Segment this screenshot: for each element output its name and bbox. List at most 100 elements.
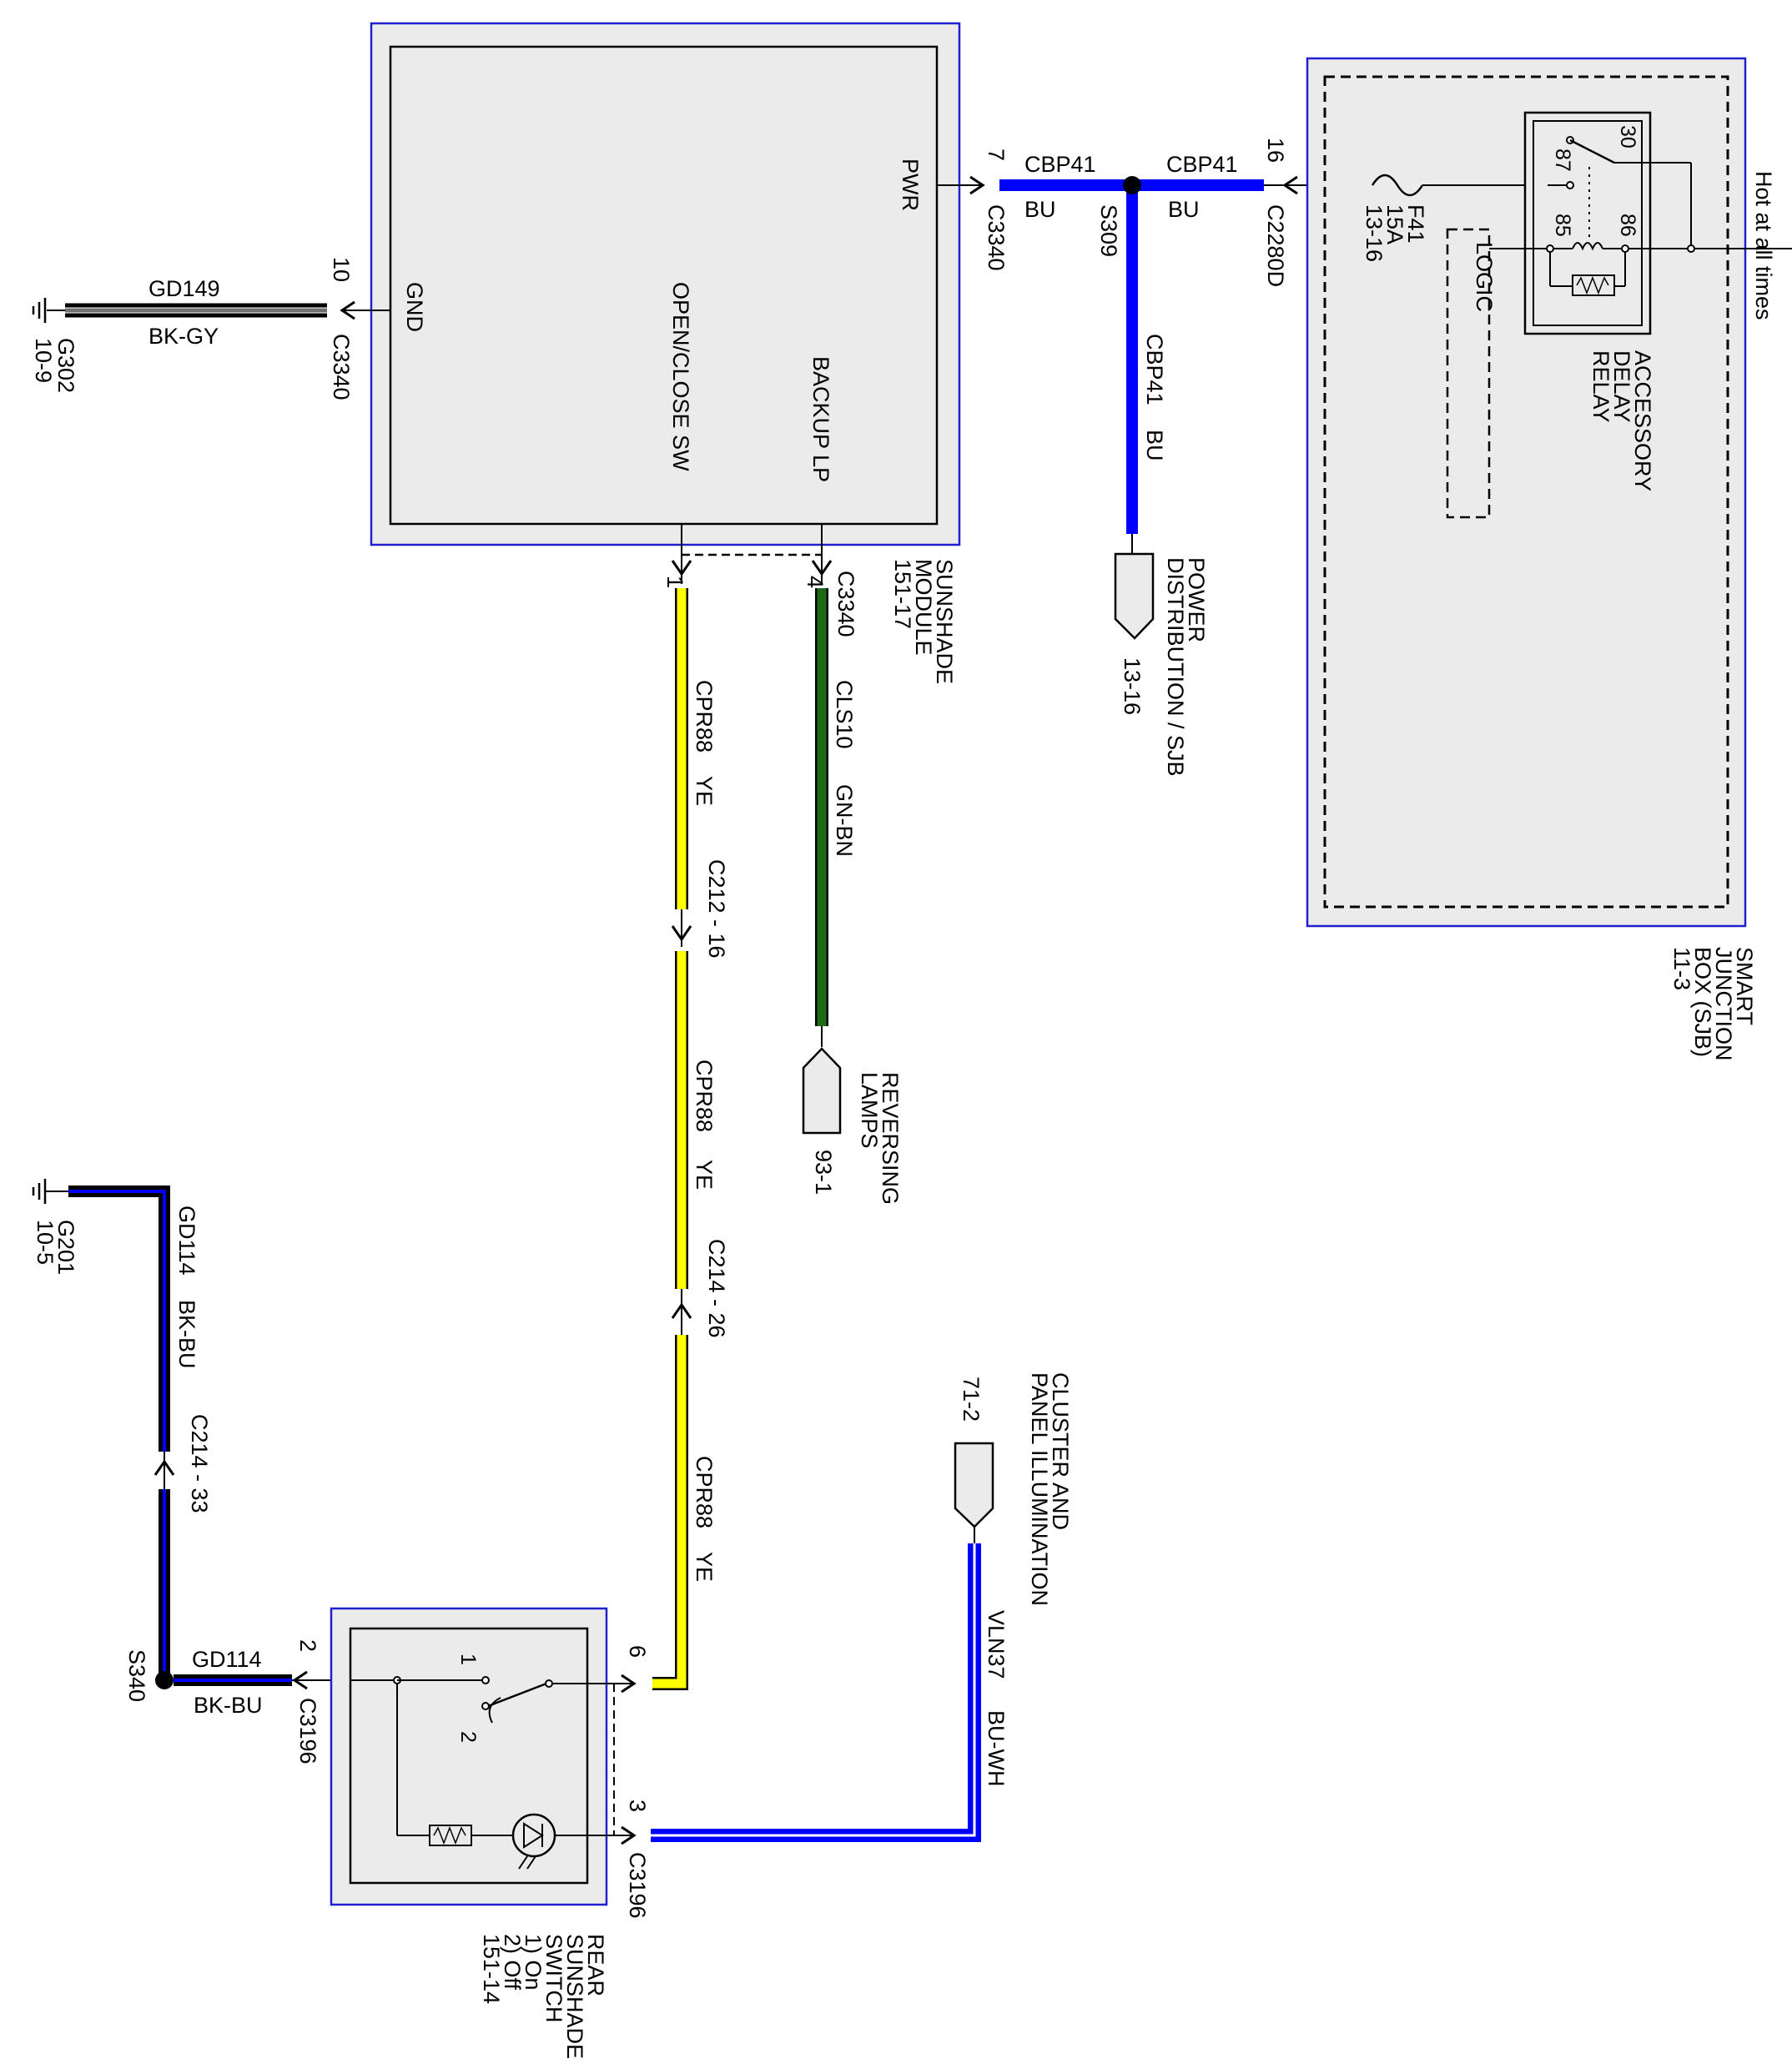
inline-c214-26: C214 - 26 — [704, 1239, 729, 1338]
power-dist-label-1: POWER — [1184, 557, 1209, 642]
pwr-feed-circuit: 7 C3340 CBP41 BU S309 CBP41 BU 16 C2280D… — [937, 138, 1372, 534]
color-bk-bu-horiz: BK-BU — [194, 1693, 263, 1718]
relay-pin-87: 87 — [1551, 149, 1574, 172]
ground-ref-10-9: 10-9 — [31, 338, 56, 383]
ground-ref-10-5: 10-5 — [33, 1220, 58, 1265]
ground-symbol-icon — [32, 298, 47, 323]
connector-c3340-bottom: C3340 — [833, 571, 858, 637]
color-bk-gy: BK-GY — [148, 324, 219, 349]
pin-3: 3 — [625, 1800, 650, 1812]
smart-junction-box: F41 15A 13-16 LOGIC 30 87 85 86 A — [1306, 57, 1792, 1061]
connector-c3340-pwr: C3340 — [984, 204, 1009, 271]
splice-dot-s309 — [1123, 176, 1141, 194]
sunshade-module-label-1: SUNSHADE — [932, 559, 957, 684]
rear-switch-label-2: SUNSHADE — [562, 1934, 587, 2059]
rear-switch-label-4: 1) On — [521, 1934, 546, 1991]
rear-sunshade-switch: 1 2 6 3 C3196 REAR SUNSHADE SWITCH 1) On… — [330, 1607, 650, 2059]
logic-box — [1446, 228, 1491, 519]
inline-c214-33: C214 - 33 — [187, 1414, 212, 1513]
connector-arrow-icon — [292, 1670, 308, 1690]
connector-arrow-icon — [154, 1459, 175, 1476]
switch-blade-icon — [487, 1682, 547, 1708]
ground-g201-circuit: G201 10-5 GD114 BK-BU C214 - 33 S340 GD1… — [32, 1179, 350, 1764]
coil-icon — [1572, 242, 1603, 251]
pin-2-c3196: 2 — [295, 1639, 320, 1652]
wire-cls10-label: CLS10 — [832, 680, 857, 749]
connector-c3340-gnd: C3340 — [329, 334, 354, 400]
color-ye-3: YE — [692, 1552, 717, 1582]
pin-7: 7 — [984, 149, 1009, 161]
reversing-ref: 93-1 — [811, 1150, 836, 1195]
wire-gd114-horiz: GD114 — [192, 1647, 262, 1672]
sunshade-module: PWR GND OPEN/CLOSE SW BACKUP LP SUNSHADE… — [370, 22, 961, 684]
pin-label-gnd: GND — [402, 282, 427, 332]
color-ye-2: YE — [692, 1160, 717, 1190]
sjb-label-4: 11-3 — [1669, 947, 1694, 990]
switch-pos-1: 1 — [456, 1654, 480, 1665]
power-dist-ref: 13-16 — [1120, 657, 1145, 715]
sunshade-module-inner — [389, 45, 939, 526]
relay-label-2: DELAY — [1609, 350, 1634, 423]
inline-c212-16: C212 - 16 — [704, 859, 729, 959]
splice-s340: S340 — [124, 1649, 149, 1702]
connector-arrow-icon — [811, 560, 833, 576]
hot-at-all-times: Hot at all times — [1751, 171, 1776, 320]
connector-c3196-left: C3196 — [295, 1698, 320, 1764]
rear-switch-label-1: REAR — [583, 1934, 608, 1996]
illum-label-2: PANEL ILLUMINATION — [1027, 1372, 1052, 1606]
wire-vln37 — [651, 1543, 981, 1842]
color-bu-down: BU — [1142, 430, 1167, 461]
backup-circuit: 4 CLS10 GN-BN REVERSING LAMPS 93-1 — [802, 576, 903, 1205]
relay-pin-30: 30 — [1616, 125, 1639, 149]
logic-label: LOGIC — [1472, 242, 1497, 312]
connector-arrow-icon — [621, 1825, 637, 1845]
sjb-label-2: JUNCTION — [1711, 947, 1736, 1061]
connector-arrow-icon — [671, 925, 692, 942]
switch-circuit: 1 C3340 CPR88 YE C212 - 16 CPR88 YE C214… — [652, 524, 858, 1690]
sunshade-module-label-3: 151-17 — [890, 559, 915, 629]
reversing-label-2: LAMPS — [857, 1072, 882, 1149]
color-bu-wh: BU-WH — [984, 1710, 1009, 1786]
pin-6: 6 — [625, 1645, 650, 1658]
wire-cpr88-1: CPR88 — [692, 680, 717, 753]
splice-s309: S309 — [1096, 204, 1121, 257]
connector-arrow-icon — [621, 1674, 637, 1694]
pin-label-backup-lp: BACKUP LP — [808, 356, 833, 482]
wire-gd114-top — [68, 1186, 170, 1452]
wire-cpr88-seg3 — [652, 1335, 688, 1690]
connector-c2280d: C2280D — [1263, 204, 1288, 287]
relay-label-3: RELAY — [1588, 350, 1613, 423]
sjb-label-3: BOX (SJB) — [1690, 947, 1715, 1057]
reversing-label-1: REVERSING — [878, 1072, 903, 1205]
rear-switch-label-6: 151-14 — [479, 1934, 504, 2004]
ground-g302: G302 — [53, 338, 78, 393]
wire-cbp41-down: CBP41 — [1142, 334, 1167, 405]
ground-g302-circuit: GD149 BK-GY 10 C3340 G302 10-9 — [31, 257, 390, 400]
color-ye-1: YE — [692, 776, 717, 806]
relay-contact-icon — [1569, 138, 1615, 164]
relay-pin-86: 86 — [1616, 214, 1639, 237]
illum-ref: 71-2 — [959, 1377, 984, 1422]
connector-arrow-icon — [671, 1302, 692, 1319]
relay-label-1: ACCESSORY — [1630, 350, 1655, 491]
pin-label-open-close-sw: OPEN/CLOSE SW — [668, 282, 693, 471]
fuse-ref: 13-16 — [1362, 204, 1387, 262]
connector-c3196-right: C3196 — [625, 1852, 650, 1919]
switch-actuator-icon — [488, 1697, 501, 1724]
relay-pin-85: 85 — [1551, 214, 1574, 237]
wire-cbp41-left: CBP41 — [1024, 152, 1096, 177]
wire-gd114-vert: GD114 — [174, 1206, 199, 1276]
rear-switch-label-3: SWITCH — [541, 1934, 566, 2022]
pin-4: 4 — [803, 576, 828, 588]
terminal-pentagon-icon — [1114, 552, 1155, 640]
wire-cpr88-3: CPR88 — [692, 1456, 717, 1528]
power-dist-label-2: DISTRIBUTION / SJB — [1163, 557, 1188, 777]
ground-g201: G201 — [53, 1220, 78, 1275]
color-bk-bu-vert: BK-BU — [174, 1300, 199, 1369]
ground-symbol-icon — [32, 1179, 47, 1204]
color-bu-left: BU — [1024, 197, 1056, 222]
switch-pos-2: 2 — [456, 1731, 480, 1743]
illum-label-1: CLUSTER AND — [1048, 1372, 1073, 1530]
